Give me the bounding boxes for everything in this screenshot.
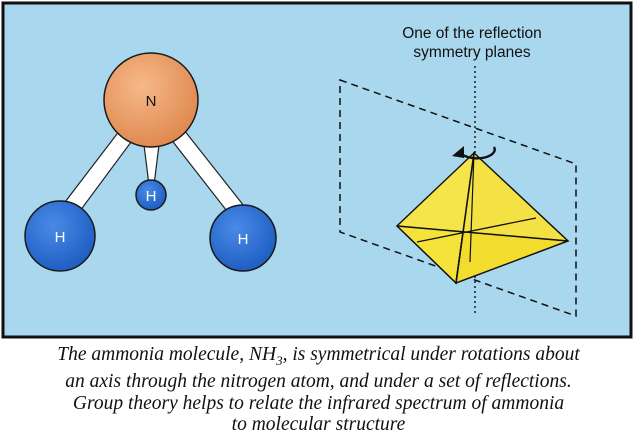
caption-line-3: Group theory helps to relate the infrare… bbox=[72, 392, 565, 414]
hydrogen-atom-top bbox=[135, 179, 167, 211]
hydrogen-label-top: H bbox=[146, 188, 157, 205]
hydrogen-label-right: H bbox=[238, 231, 249, 248]
figure-caption: The ammonia molecule, NH3, is symmetrica… bbox=[6, 344, 631, 436]
reflection-plane bbox=[339, 78, 577, 318]
caption-line-1-start: The ammonia molecule, NH bbox=[57, 344, 277, 365]
symmetry-diagram: One of the reflection symmetry planes bbox=[339, 25, 577, 318]
plane-label-line1: One of the reflection bbox=[402, 25, 542, 42]
nitrogen-label: N bbox=[146, 93, 157, 110]
plane-intersection-line bbox=[416, 217, 537, 243]
caption-line-1-end: , is symmetrical under rotations about bbox=[282, 344, 580, 365]
hydrogen-label-left: H bbox=[55, 229, 66, 246]
caption-line-2: an axis through the nitrogen atom, and u… bbox=[65, 371, 572, 393]
pyramid-edge-hidden bbox=[455, 152, 475, 284]
caption-line-1: The ammonia molecule, NH3, is symmetrica… bbox=[6, 344, 631, 371]
hydrogen-atom-left bbox=[24, 200, 96, 272]
caption-subscript: 3 bbox=[276, 352, 283, 368]
nitrogen-atom bbox=[103, 52, 199, 148]
plane-label-line2: symmetry planes bbox=[413, 44, 530, 61]
ammonia-molecule: N H H H bbox=[24, 52, 277, 272]
pyramid-edge-base-back bbox=[396, 225, 569, 242]
hydrogen-atom-right bbox=[209, 204, 277, 272]
pyramid-axis-segment bbox=[469, 152, 475, 263]
caption-line-4: to molecular structure bbox=[231, 414, 406, 436]
rotation-arrow-icon bbox=[452, 146, 496, 160]
